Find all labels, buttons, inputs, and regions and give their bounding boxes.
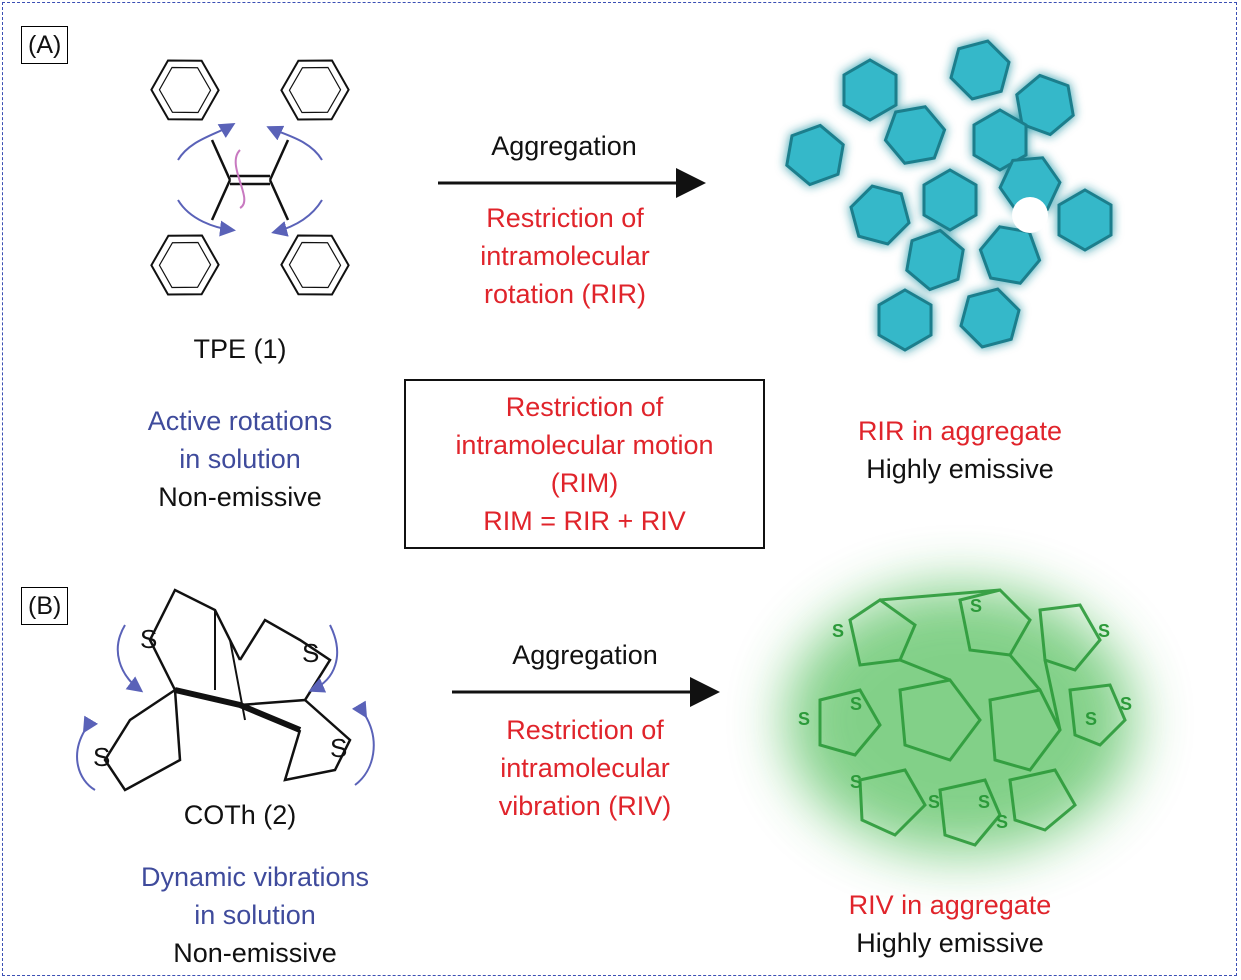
svg-text:S: S [850,772,862,792]
panel-b-label: (B) [21,587,69,625]
rim-line-1: Restriction of [505,392,664,422]
rim-equation: RIM = RIR + RIV [483,506,686,536]
riv-aggregate-illustration: S S S S S S S S S S S [785,585,1135,855]
svg-text:S: S [928,792,940,812]
coth-aggregate-description: RIV in aggregate Highly emissive [790,886,1110,962]
svg-text:S: S [970,596,982,616]
aggregation-label-b: Aggregation [512,640,658,670]
svg-text:S: S [1098,621,1110,641]
svg-text:S: S [832,621,844,641]
rir-aggregate-emission: Highly emissive [866,454,1054,484]
svg-text:S: S [798,709,810,729]
riv-aggregate-state: RIV in aggregate [848,890,1052,920]
riv-line-2: intramolecular [500,753,670,783]
tpe-solution-description: Active rotations in solution Non-emissiv… [100,402,380,516]
riv-line-3: vibration (RIV) [498,791,672,821]
rir-line-1: Restriction of [486,203,644,233]
tpe-solution-emission: Non-emissive [158,482,322,512]
rir-aggregate-illustration [782,32,1113,356]
rim-line-3: (RIM) [550,468,619,498]
svg-text:S: S [140,624,157,654]
rir-aggregate-state: RIR in aggregate [857,416,1063,446]
svg-text:S: S [93,742,110,772]
svg-text:S: S [1120,694,1132,714]
aggregation-label-a: Aggregation [491,131,637,161]
rir-restriction-text: Restriction of intramolecular rotation (… [410,199,720,313]
tpe-molecule [141,45,359,310]
aggregate-void [1012,197,1048,233]
svg-text:S: S [996,812,1008,832]
rim-definition-box: Restriction of intramolecular motion (RI… [404,379,765,549]
coth-solution-description: Dynamic vibrations in solution Non-emiss… [95,858,415,972]
coth-name: COTh (2) [183,800,297,830]
svg-text:S: S [1085,709,1097,729]
vibration-arrows [76,624,375,791]
riv-line-1: Restriction of [506,715,664,745]
rim-line-2: intramolecular motion [455,430,714,460]
tpe-solution-line-2: in solution [179,444,301,474]
tpe-solution-line-1: Active rotations [147,406,333,436]
svg-text:S: S [302,638,319,668]
svg-text:S: S [330,733,347,763]
rir-line-2: intramolecular [480,241,650,271]
tpe-name: TPE (1) [193,334,287,364]
coth-sulfur-labels: S S S S [93,624,347,772]
coth-solution-line-1: Dynamic vibrations [140,862,370,892]
tpe-aggregate-description: RIR in aggregate Highly emissive [800,412,1120,488]
riv-restriction-text: Restriction of intramolecular vibration … [430,711,740,825]
coth-molecule [103,588,352,792]
coth-solution-line-2: in solution [194,900,316,930]
panel-a-label: (A) [21,26,69,64]
coth-solution-emission: Non-emissive [173,938,337,968]
riv-aggregate-emission: Highly emissive [856,928,1044,958]
svg-text:S: S [850,694,862,714]
svg-text:S: S [978,792,990,812]
rir-line-3: rotation (RIR) [483,279,647,309]
